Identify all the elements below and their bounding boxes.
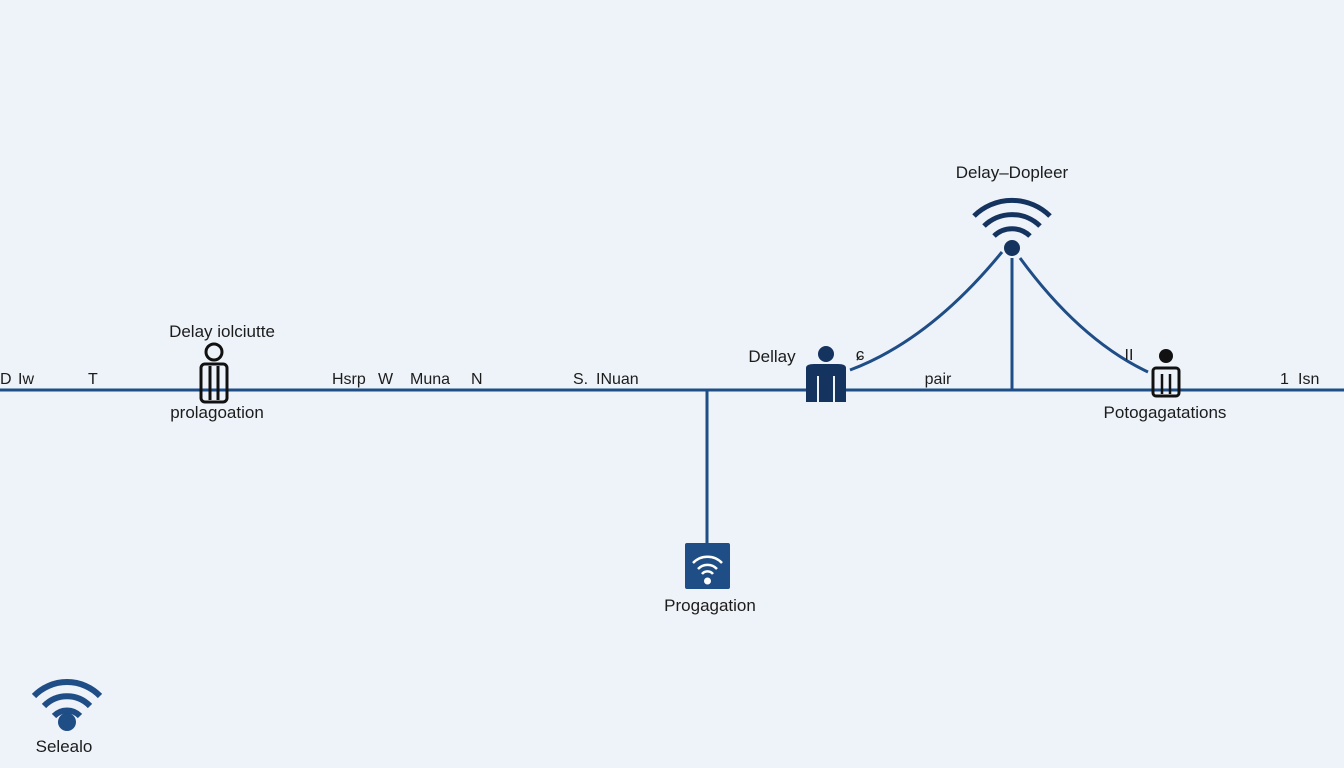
person-icon — [1151, 349, 1181, 398]
line-label: D — [0, 371, 12, 388]
line-label: T — [88, 371, 98, 388]
line-label: Hsrp — [332, 371, 366, 388]
router-icon — [685, 543, 730, 589]
label-corner: Selealo — [36, 737, 93, 756]
person-icon — [199, 342, 229, 404]
person-icon — [806, 346, 846, 406]
label-right-tick: II — [1125, 347, 1134, 364]
tower-link-right — [1018, 257, 1149, 374]
line-label: Muna — [410, 371, 450, 388]
label-left-node-bottom: prolagoation — [170, 403, 264, 422]
wifi-icon — [972, 197, 1052, 256]
label-router: Progagation — [664, 596, 756, 615]
wifi-icon — [31, 679, 103, 731]
line-label: 1 — [1280, 371, 1289, 388]
line-label: S. — [573, 371, 588, 388]
label-top-node: Delay–Dopleer — [956, 163, 1069, 182]
label-center-left: Dellay — [748, 347, 796, 366]
line-label: Iw — [18, 371, 34, 388]
label-center-mark: ɕ — [856, 345, 865, 364]
label-right-node-bottom: Potogagatations — [1104, 403, 1227, 422]
tower-link-left — [849, 251, 1004, 372]
line-label: N — [471, 371, 483, 388]
line-label: INuan — [596, 371, 639, 388]
line-label: W — [378, 371, 394, 388]
line-label: Isn — [1298, 371, 1319, 388]
label-left-node-top: Delay iolciutte — [169, 322, 275, 341]
label-pair: pair — [925, 371, 952, 388]
